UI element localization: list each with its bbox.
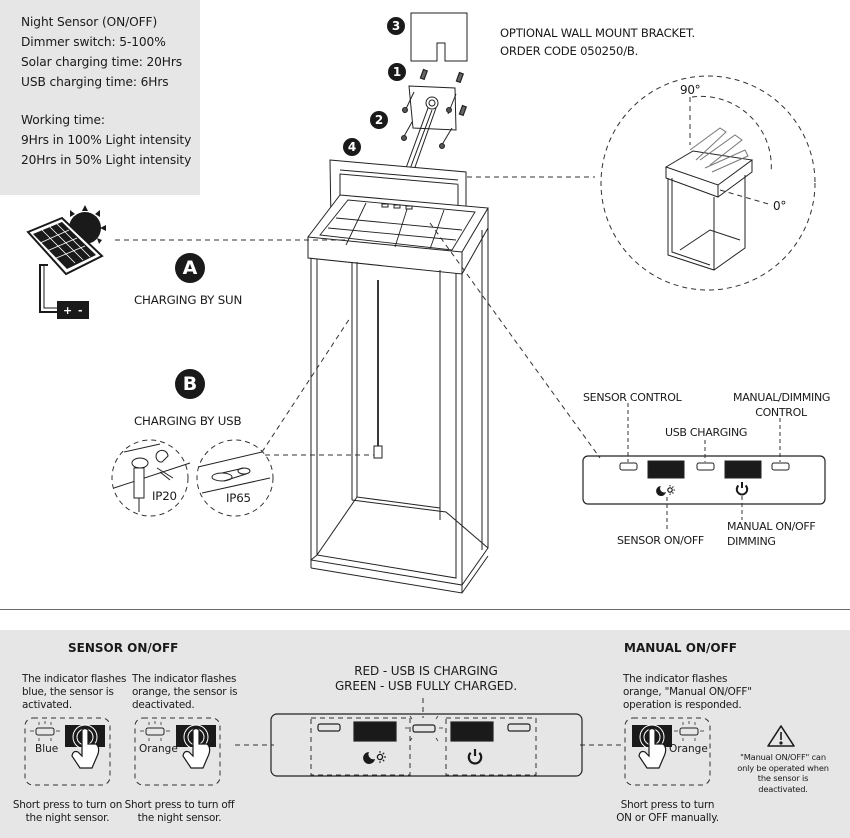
spec-line: USB charging time: 6Hrs — [21, 75, 169, 89]
orange-indicator-label: Orange — [139, 743, 178, 755]
section-divider — [0, 609, 850, 610]
manual-caption: Short press to turn ON or OFF manually. — [610, 799, 725, 825]
part-badge-2: 2 — [370, 111, 388, 129]
manual-orange-indicator-label: Orange — [669, 743, 708, 755]
sensor-on-desc: The indicator flashes blue, the sensor i… — [22, 673, 126, 712]
manual-onoff-title: MANUAL ON/OFF — [624, 641, 737, 655]
usb-status-red: RED - USB IS CHARGING — [354, 664, 498, 678]
solar-panel-icon — [26, 205, 106, 319]
sensor-onoff-label: SENSOR ON/OFF — [617, 534, 704, 547]
desc-line: operation is responded. — [623, 699, 742, 711]
moon-sun-icon — [656, 485, 675, 496]
spec-box: Night Sensor (ON/OFF) Dimmer switch: 5-1… — [0, 0, 200, 195]
usb-indicator-flash-rays — [405, 715, 443, 742]
manual-desc: The indicator flashes orange, "Manual ON… — [623, 673, 752, 712]
ip20-label: IP20 — [152, 489, 177, 503]
blue-indicator-label: Blue — [35, 743, 59, 755]
handle-detail-lantern — [664, 127, 754, 271]
part-badge-4: 4 — [343, 138, 361, 156]
bolts — [401, 91, 457, 149]
spec-line: Solar charging time: 20Hrs — [21, 55, 183, 69]
caption-line: the night sensor. — [25, 812, 110, 824]
warning-line: the sensor is deactivated. — [757, 773, 809, 794]
caption-line: Short press to turn — [620, 799, 715, 811]
part-badge-3: 3 — [387, 17, 405, 35]
warning-line: "Manual ON/OFF" can — [740, 752, 826, 762]
usb-status-green: GREEN - USB FULLY CHARGED. — [334, 679, 518, 693]
battery-terminals-label: + - — [63, 304, 84, 317]
caption-line: Short press to turn on — [12, 799, 123, 811]
spec-line: 9Hrs in 100% Light intensity — [21, 133, 192, 147]
desc-line: blue, the sensor is — [22, 686, 114, 698]
sensor-control-label: SENSOR CONTROL — [583, 391, 682, 404]
power-icon — [735, 482, 749, 496]
control-panel — [582, 455, 826, 505]
ip65-label: IP65 — [226, 491, 251, 505]
usb-charging-label: USB CHARGING — [665, 426, 748, 439]
spec-line: Working time: — [21, 113, 105, 127]
moon-sun-icon — [363, 751, 386, 764]
charging-by-usb-label: CHARGING BY USB — [134, 414, 242, 428]
sensor-on-caption: Short press to turn on the night sensor. — [10, 799, 125, 825]
power-icon — [467, 749, 483, 765]
warning-line: only be operated when — [737, 762, 829, 773]
ip20-detail-circle — [111, 439, 189, 517]
desc-line: orange, "Manual ON/OFF" — [623, 686, 752, 698]
warning-note: "Manual ON/OFF" can only be operated whe… — [733, 752, 833, 794]
lantern-frame — [310, 228, 489, 594]
caption-line: ON or OFF manually. — [616, 812, 719, 824]
angle-0-label: 0° — [773, 199, 787, 213]
manual-onoff-label-2: DIMMING — [727, 535, 776, 548]
bracket-arm — [405, 107, 437, 171]
caption-line: the night sensor. — [137, 812, 222, 824]
orange-indicator-demo-sensor — [140, 721, 216, 769]
spec-line: 20Hrs in 50% Light intensity — [21, 153, 192, 167]
charging-badge-b: B — [175, 369, 205, 399]
ip20-plug-icon — [113, 443, 191, 512]
sensor-onoff-title: SENSOR ON/OFF — [68, 641, 179, 655]
instructions-panel — [0, 630, 850, 838]
desc-line: activated. — [22, 699, 72, 711]
manual-dimming-control-label-2: CONTROL — [755, 406, 807, 419]
blue-indicator-demo — [30, 721, 105, 769]
spec-line: Night Sensor (ON/OFF) — [21, 15, 158, 29]
desc-line: The indicator flashes — [623, 673, 728, 685]
ip65-cap-icon — [197, 451, 271, 494]
angle-90-label: 90° — [680, 83, 701, 97]
ip65-detail-circle — [196, 439, 274, 517]
warning-icon — [767, 725, 795, 747]
usb-status-legend: RED - USB IS CHARGING GREEN - USB FULLY … — [300, 664, 552, 694]
handle-detail-circle — [600, 75, 816, 291]
caption-line: Short press to turn off — [124, 799, 235, 811]
usb-plug — [373, 445, 383, 459]
orange-indicator-demo-manual — [632, 721, 704, 769]
sensor-off-caption: Short press to turn off the night sensor… — [122, 799, 237, 825]
desc-line: The indicator flashes — [132, 673, 237, 685]
bracket-plate — [408, 85, 457, 131]
manual-dimming-control-label-1: MANUAL/DIMMING — [733, 391, 831, 404]
wall-plate — [410, 12, 468, 62]
manual-onoff-label-1: MANUAL ON/OFF — [727, 520, 816, 533]
screws — [419, 68, 468, 117]
sensor-off-desc: The indicator flashes orange, the sensor… — [132, 673, 238, 712]
charging-badge-a: A — [175, 253, 205, 283]
instructions-control-panel — [270, 713, 583, 777]
desc-line: orange, the sensor is — [132, 686, 238, 698]
bracket-note-line2: ORDER CODE 050250/B. — [500, 44, 639, 58]
spec-line: Dimmer switch: 5-100% — [21, 35, 166, 49]
part-badge-1: 1 — [388, 63, 406, 81]
charging-by-sun-label: CHARGING BY SUN — [134, 293, 243, 307]
bracket-note-line1: OPTIONAL WALL MOUNT BRACKET. — [500, 26, 695, 40]
desc-line: deactivated. — [132, 699, 195, 711]
lantern-drawing — [26, 12, 826, 594]
solar-panel-grid — [319, 199, 476, 251]
desc-line: The indicator flashes — [22, 673, 127, 685]
